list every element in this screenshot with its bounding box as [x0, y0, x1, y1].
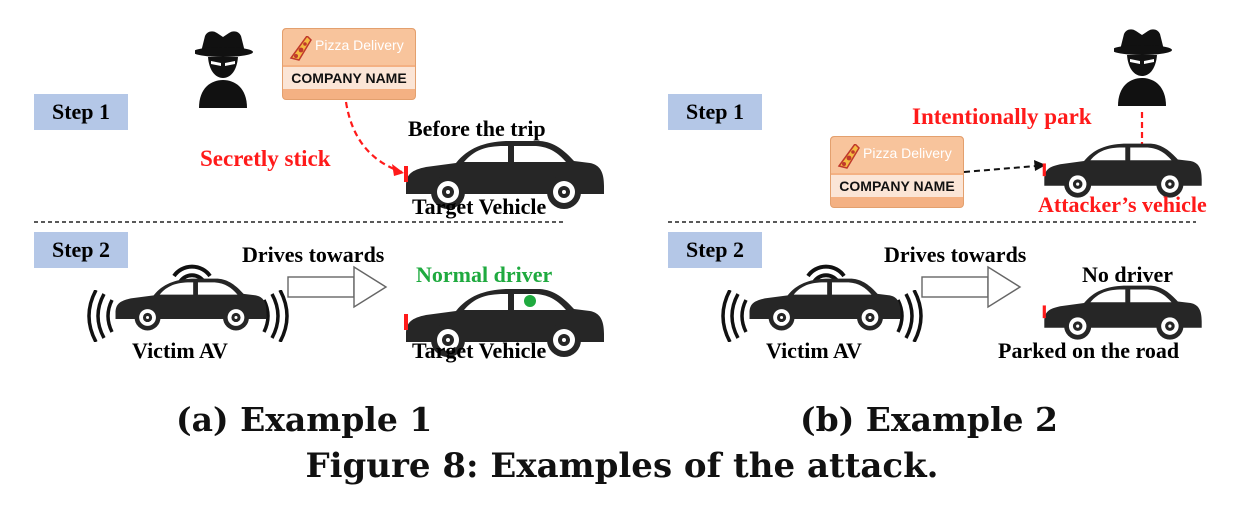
pizza-sign: Pizza Delivery COMPANY NAME	[830, 136, 964, 208]
attackers-vehicle-label: Attacker’s vehicle	[1038, 192, 1207, 217]
sign-company: COMPANY NAME	[283, 67, 415, 89]
step-1-label: Step 1	[668, 94, 762, 130]
sign-brand: Pizza Delivery	[863, 145, 952, 161]
stick-arrow	[34, 101, 566, 309]
before-trip-label: Before the trip	[408, 116, 546, 141]
pizza-icon	[838, 144, 860, 169]
target-vehicle-label-1: Target Vehicle	[412, 194, 547, 219]
target-vehicle-icon-2	[404, 289, 604, 357]
step-1-label: Step 1	[34, 94, 128, 130]
figure-caption: Figure 8: Examples of the attack.	[305, 446, 939, 486]
parked-on-road-label: Parked on the road	[998, 338, 1180, 363]
pizza-sign: Pizza Delivery COMPANY NAME	[282, 28, 416, 100]
panel-example-1: Step 1 Step 2 Pizza Delivery COMPANY NAM…	[0, 0, 622, 439]
drives-towards-label: Drives towards	[242, 242, 385, 267]
caption-a: (a) Example 1	[176, 400, 433, 439]
victim-av-label: Victim AV	[132, 338, 228, 363]
attacker-vehicle-icon	[1042, 143, 1202, 198]
driver-dot	[524, 295, 536, 307]
step-2-label: Step 2	[34, 232, 128, 268]
sign-brand: Pizza Delivery	[315, 37, 404, 53]
victim-av-icon	[115, 278, 267, 331]
target-vehicle-label-2: Target Vehicle	[412, 338, 547, 363]
victim-av-icon	[749, 278, 901, 331]
signal-waves-left	[721, 290, 748, 342]
no-driver-label: No driver	[1082, 262, 1174, 287]
panel-example-2: Step 1 Step 2 Pizza Delivery COMPANY NAM…	[622, 0, 1244, 439]
panel-b-lines	[668, 112, 1196, 309]
secretly-stick-label: Secretly stick	[200, 146, 331, 171]
arrow-icon	[287, 276, 355, 298]
normal-driver-label: Normal driver	[416, 262, 553, 287]
step-2-label: Step 2	[668, 232, 762, 268]
signal-waves-left	[87, 290, 114, 342]
caption-b: (b) Example 2	[800, 400, 1058, 439]
target-vehicle-icon	[404, 141, 604, 209]
arrow-icon	[921, 276, 989, 298]
drives-towards-label: Drives towards	[884, 242, 1027, 267]
sign-company: COMPANY NAME	[831, 175, 963, 197]
parked-vehicle-icon	[1042, 285, 1202, 340]
victim-av-label: Victim AV	[766, 338, 862, 363]
intentionally-park-label: Intentionally park	[912, 104, 1092, 129]
